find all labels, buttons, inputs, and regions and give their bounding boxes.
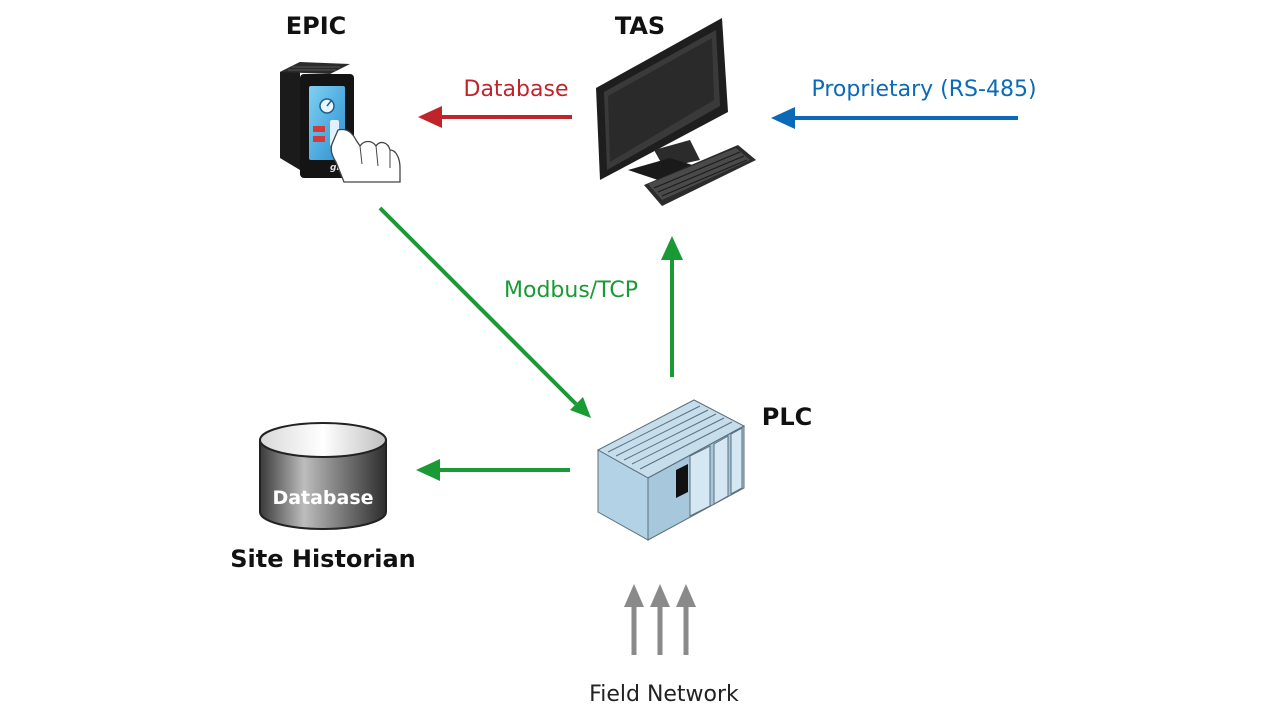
modbus-edge-label: Modbus/TCP [504, 278, 638, 303]
database-cylinder-label: Database [272, 487, 373, 509]
plc-title: PLC [762, 403, 813, 431]
field-network-arrows [624, 584, 696, 655]
plc-rack-icon [596, 399, 746, 541]
arrow-proprietary-to-tas [771, 107, 1018, 129]
database-cylinder-icon: Database [259, 422, 387, 530]
field-arrow-2 [650, 584, 670, 655]
arrow-plc-to-tas [661, 236, 683, 377]
field-arrow-3 [676, 584, 696, 655]
arrow-epic-to-plc [378, 206, 591, 418]
computer-workstation-icon [596, 18, 756, 206]
tas-title: TAS [615, 12, 665, 40]
arrow-plc-to-historian [416, 459, 570, 481]
proprietary-edge-label: Proprietary (RS-485) [811, 77, 1036, 102]
arrow-tas-to-epic [418, 106, 572, 128]
epic-controller-icon: groov [280, 62, 401, 183]
epic-title: EPIC [286, 12, 347, 40]
database-edge-label: Database [464, 77, 569, 102]
historian-title: Site Historian [230, 545, 416, 573]
field-arrow-1 [624, 584, 644, 655]
field-network-label: Field Network [589, 682, 739, 707]
